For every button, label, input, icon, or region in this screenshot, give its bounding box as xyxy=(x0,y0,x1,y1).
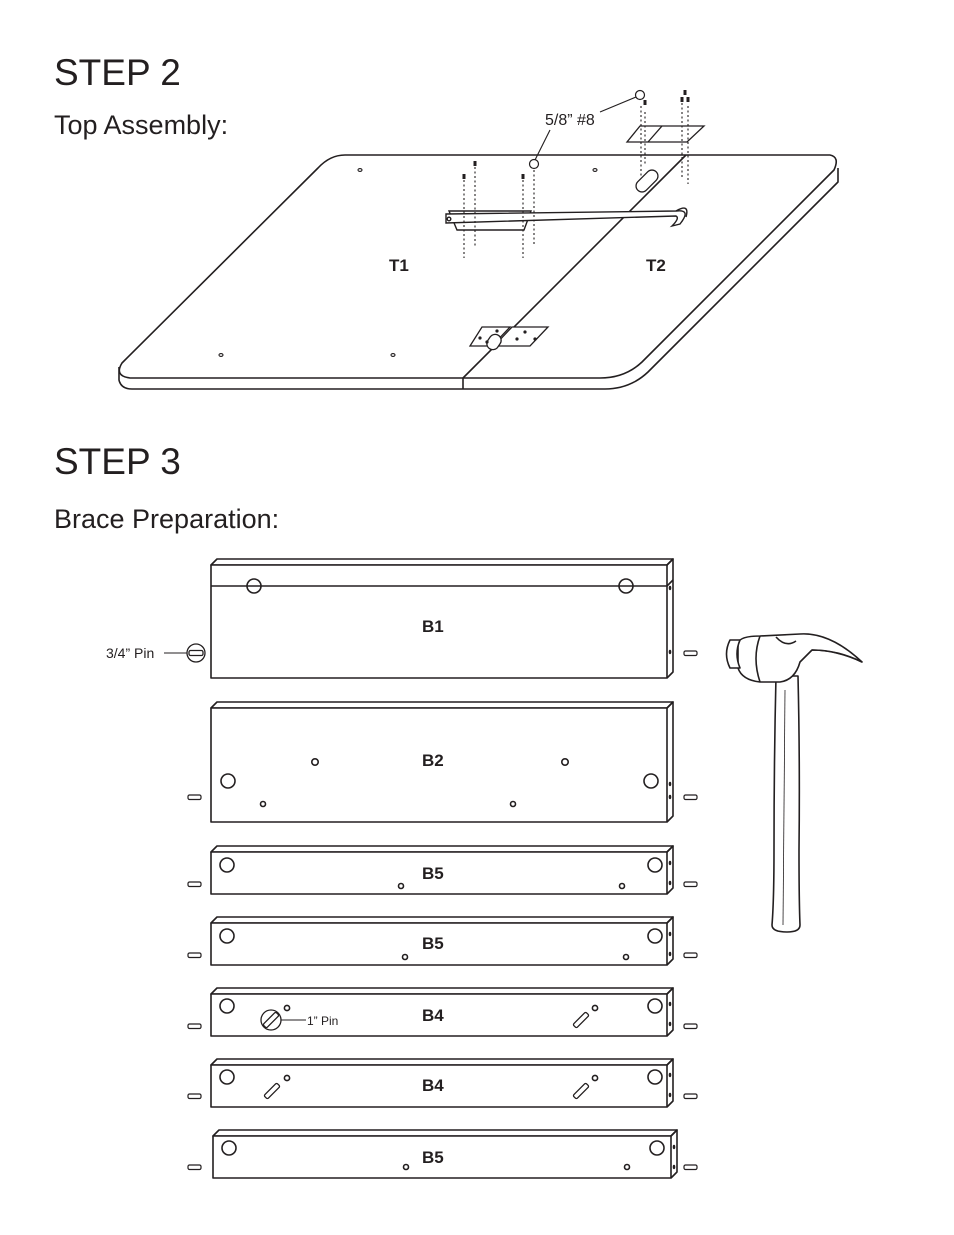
screw-icon xyxy=(528,158,540,170)
brace-label: B5 xyxy=(422,934,444,953)
brace-b5 xyxy=(210,845,674,895)
brace-b1 xyxy=(210,558,674,679)
panel-label-t2: T2 xyxy=(646,256,666,275)
step-2-subtitle: Top Assembly: xyxy=(54,110,229,140)
pin-icon xyxy=(260,1009,306,1031)
brace-b4 xyxy=(210,1058,674,1108)
brace-label: B1 xyxy=(422,617,444,636)
brace-label: B4 xyxy=(422,1006,444,1025)
screw-icon xyxy=(634,89,646,101)
pin-icon xyxy=(263,1011,590,1100)
brace-label: B5 xyxy=(422,864,444,883)
brace-label: B2 xyxy=(422,751,444,770)
hammer-icon xyxy=(725,633,863,933)
screw-icon xyxy=(463,167,535,258)
step-3-title: STEP 3 xyxy=(54,441,181,482)
panel-label-t1: T1 xyxy=(389,256,409,275)
pin-icon xyxy=(164,643,206,663)
hinge-icon xyxy=(468,326,550,351)
step-2-title: STEP 2 xyxy=(54,52,181,93)
brace-b5 xyxy=(212,1129,678,1179)
handle-bar-icon xyxy=(445,207,688,231)
pin-icon xyxy=(187,650,698,1171)
hinge-icon xyxy=(625,125,706,193)
step-3-subtitle: Brace Preparation: xyxy=(54,504,280,534)
screw-size-label: 5/8” #8 xyxy=(545,112,595,129)
brace-label: B5 xyxy=(422,1148,444,1167)
brace-b5 xyxy=(210,916,674,966)
brace-label: B4 xyxy=(422,1076,444,1095)
pin-34in-label: 3/4” Pin xyxy=(106,645,154,661)
pin-1in-label: 1” Pin xyxy=(307,1014,338,1028)
brace-b2 xyxy=(210,701,674,823)
screw-icon xyxy=(640,103,689,184)
table-top xyxy=(118,154,839,390)
brace-b4 xyxy=(210,987,674,1037)
